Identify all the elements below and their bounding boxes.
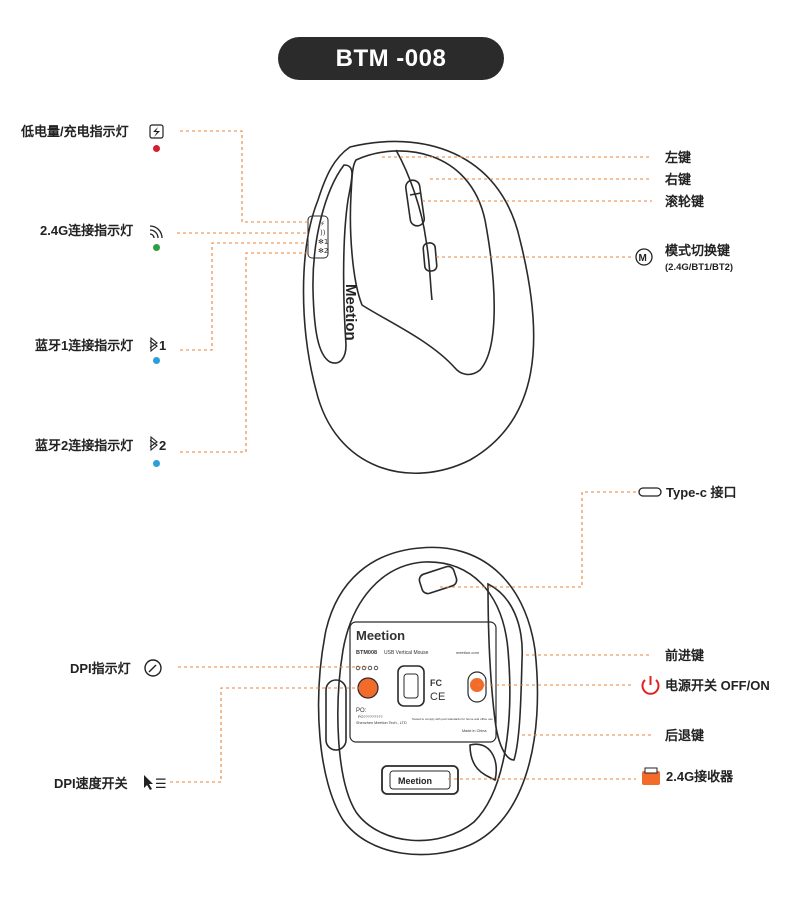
plate-po-number: PO????????? — [358, 715, 383, 719]
label-left-key: 左键 — [665, 150, 692, 165]
top-view-leader-lines — [177, 130, 652, 453]
top-mouse-scroll-wheel-groove — [409, 192, 422, 196]
label-mode-key-sub: (2.4G/BT1/BT2) — [665, 262, 734, 273]
top-mouse-button-area — [349, 150, 496, 376]
label-back-key: 后退键 — [665, 728, 705, 743]
label-scroll-wheel: 滚轮键 — [665, 194, 705, 209]
leader-typec — [440, 491, 636, 588]
bottom-receiver-slot — [381, 765, 459, 795]
typec-icon — [638, 487, 662, 497]
receiver-brand: Meetion — [398, 776, 432, 786]
label-mode-key: 模式切换键 — [665, 243, 731, 258]
plate-origin: Made in China — [462, 729, 487, 733]
plate-note: Tested to comply with part standards for… — [412, 717, 493, 721]
label-bt2-indicator: 蓝牙2连接指示灯 — [35, 438, 134, 453]
top-mouse-outer-shell — [302, 140, 535, 474]
mouse-foot-right — [469, 743, 497, 782]
indicator-dot-red — [153, 145, 160, 152]
top-mouse-key-split — [395, 149, 433, 301]
bottom-dpi-button — [357, 677, 379, 699]
bluetooth-1-icon — [149, 336, 158, 353]
plate-po: PO: — [356, 708, 367, 714]
plate-ce: CE — [430, 691, 445, 703]
label-receiver: 2.4G接收器 — [666, 769, 734, 784]
label-bt1-indicator: 蓝牙1连接指示灯 — [35, 338, 134, 353]
plate-brand: Meetion — [356, 628, 405, 643]
dpi-gauge-icon — [144, 659, 162, 677]
indicator-dot-blue-2 — [153, 460, 160, 467]
bottom-view-leader-lines — [170, 491, 652, 783]
bottom-dpi-leds — [355, 665, 379, 671]
plate-product: USB Vertical Mouse — [384, 650, 429, 656]
mouse-foot-left — [325, 679, 347, 751]
dpi-led-3 — [367, 665, 373, 671]
label-bt1-number: 1 — [159, 338, 167, 353]
bottom-power-switch-knob — [470, 678, 484, 692]
label-dpi-switch-glyph: ☰ — [155, 776, 167, 791]
top-mouse-led-marks: ⚡ )) ✻1 ✻2 — [318, 220, 328, 255]
plate-model: BTM008 — [356, 650, 377, 656]
bottom-view-mouse — [317, 546, 539, 856]
usb-receiver-icon — [642, 767, 660, 785]
top-mouse-led-window — [307, 215, 329, 259]
bottom-mouse-outer-shell — [317, 546, 539, 856]
bottom-mouse-base-plate — [337, 561, 511, 842]
label-24g-indicator: 2.4G连接指示灯 — [40, 223, 134, 238]
led-mark-bt1: ✻1 — [318, 238, 328, 246]
lightning-icon — [149, 124, 164, 139]
bottom-optical-sensor — [397, 665, 425, 707]
label-power-switch: 电源开关 OFF/ON — [665, 678, 770, 693]
dpi-led-2 — [361, 665, 367, 671]
label-typec-port: Type-c 接口 — [666, 485, 737, 500]
bottom-optical-sensor-inner — [403, 673, 419, 699]
svg-text:M: M — [639, 253, 647, 264]
title-text: BTM -008 — [335, 44, 447, 72]
wireless-icon — [149, 225, 163, 239]
plate-fc: FC — [430, 678, 442, 688]
bluetooth-2-icon — [149, 435, 158, 452]
top-mouse-mode-button — [422, 242, 438, 272]
plate-site: meetion.com — [456, 650, 480, 655]
leader-bt2 — [180, 252, 308, 453]
cursor-icon — [144, 775, 153, 790]
bottom-mouse-typec-port — [418, 565, 458, 595]
leader-dpi-switch — [170, 687, 360, 783]
top-mouse-side-panel — [312, 164, 353, 364]
label-dpi-switch: DPI速度开关 — [54, 776, 128, 791]
top-mouse-scroll-wheel — [404, 179, 426, 227]
label-bt2-number: 2 — [159, 438, 167, 453]
top-mouse-brand-logo: Meetion — [342, 284, 359, 341]
bottom-receiver-inner — [389, 770, 451, 790]
top-view-mouse — [302, 140, 535, 474]
label-dpi-indicator: DPI指示灯 — [70, 661, 131, 676]
dpi-led-4 — [373, 665, 379, 671]
label-right-key: 右键 — [665, 172, 692, 187]
power-icon — [641, 676, 660, 695]
bottom-mouse-side-cover — [487, 582, 523, 761]
led-mark-battery: ⚡ — [320, 220, 325, 228]
bottom-label-plate — [349, 621, 497, 743]
led-mark-wireless: )) — [320, 229, 326, 237]
indicator-dot-blue-1 — [153, 357, 160, 364]
led-mark-bt2: ✻2 — [318, 247, 328, 255]
indicator-dot-green — [153, 244, 160, 251]
page-title: BTM -008 — [278, 37, 504, 80]
plate-maker: Shenzhen Meetion Tech., LTD — [356, 721, 407, 725]
dpi-led-1 — [355, 665, 361, 671]
leader-low-battery — [180, 130, 308, 223]
leader-bt1 — [180, 242, 308, 351]
label-forward-key: 前进键 — [665, 648, 705, 663]
mode-m-icon: M — [635, 248, 653, 266]
bottom-plate-text: Meetion BTM008 USB Vertical Mouse meetio… — [356, 628, 493, 733]
label-low-battery-indicator: 低电量/充电指示灯 — [21, 124, 129, 139]
